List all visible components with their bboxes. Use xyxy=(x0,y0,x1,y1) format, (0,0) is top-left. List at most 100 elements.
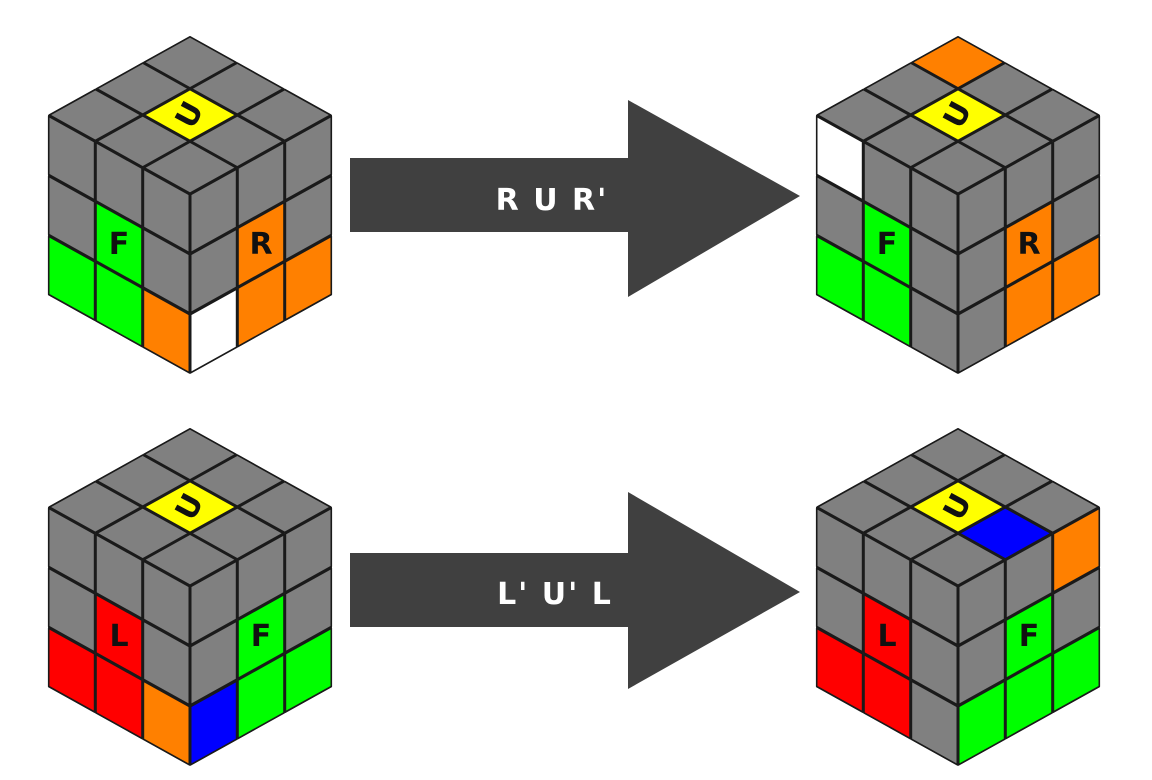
right-sticker xyxy=(189,168,238,254)
right-sticker xyxy=(237,533,285,620)
left-sticker xyxy=(910,168,959,254)
left-face-label: L xyxy=(877,619,896,654)
top-sticker xyxy=(143,88,237,142)
top-sticker xyxy=(911,88,1005,142)
left-sticker xyxy=(47,235,96,321)
left-sticker xyxy=(815,627,864,713)
right-sticker xyxy=(1052,627,1101,713)
right-sticker xyxy=(1052,115,1101,201)
right-sticker xyxy=(284,507,333,593)
right-sticker xyxy=(1052,175,1101,261)
top-sticker xyxy=(96,115,190,168)
right-sticker xyxy=(1052,507,1101,593)
top-sticker xyxy=(1005,480,1100,534)
right-sticker xyxy=(957,680,1006,766)
left-sticker xyxy=(863,653,911,740)
left-face-label: F xyxy=(109,227,130,262)
left-sticker xyxy=(863,533,911,620)
top-sticker xyxy=(863,115,958,168)
top-sticker xyxy=(1005,88,1100,142)
left-face-label: L xyxy=(109,619,128,654)
move-arrow-l-prime-u-prime-l: L' U' L xyxy=(350,492,800,689)
left-sticker xyxy=(815,175,864,261)
top-sticker xyxy=(911,35,1005,89)
left-sticker xyxy=(863,261,911,348)
top-sticker xyxy=(958,62,1052,115)
top-sticker xyxy=(143,533,237,587)
left-sticker xyxy=(95,141,143,228)
top-sticker xyxy=(863,506,958,560)
right-sticker xyxy=(1005,593,1053,680)
right-sticker xyxy=(284,235,333,321)
top-sticker xyxy=(238,480,332,534)
left-sticker xyxy=(910,680,959,766)
left-sticker xyxy=(815,567,864,653)
right-sticker xyxy=(957,620,1006,706)
right-sticker xyxy=(1005,653,1053,740)
right-sticker xyxy=(284,567,333,653)
left-sticker xyxy=(142,680,191,766)
right-sticker xyxy=(957,168,1006,254)
right-sticker xyxy=(1005,261,1053,348)
left-sticker xyxy=(142,228,191,314)
top-sticker xyxy=(958,506,1052,560)
left-sticker xyxy=(863,141,911,228)
right-face-label: R xyxy=(249,227,272,262)
top-sticker xyxy=(190,506,285,560)
top-sticker xyxy=(143,35,237,89)
right-face-label: F xyxy=(1019,619,1040,654)
move-label: R U R' xyxy=(496,183,609,218)
top-sticker xyxy=(48,88,142,142)
left-sticker xyxy=(863,201,911,288)
left-sticker xyxy=(47,507,96,593)
right-sticker xyxy=(237,201,285,288)
top-sticker xyxy=(958,454,1052,508)
top-sticker xyxy=(190,115,285,168)
right-sticker xyxy=(189,288,238,374)
right-sticker xyxy=(189,620,238,706)
top-sticker xyxy=(96,62,190,115)
top-sticker xyxy=(96,454,190,508)
left-sticker xyxy=(142,620,191,706)
right-sticker xyxy=(284,175,333,261)
left-sticker xyxy=(95,261,143,348)
left-sticker xyxy=(910,560,959,646)
top-sticker xyxy=(911,427,1005,481)
left-sticker xyxy=(47,175,96,261)
left-sticker xyxy=(95,653,143,740)
right-sticker xyxy=(1052,235,1101,321)
top-sticker xyxy=(911,480,1005,534)
top-sticker xyxy=(911,141,1005,194)
top-sticker xyxy=(143,141,237,194)
left-sticker xyxy=(142,168,191,254)
top-sticker xyxy=(143,427,237,481)
left-sticker xyxy=(142,288,191,374)
right-sticker xyxy=(237,653,285,740)
right-face-label: R xyxy=(1017,227,1040,262)
top-sticker xyxy=(190,62,285,115)
top-sticker xyxy=(863,454,958,508)
left-face-label: F xyxy=(877,227,898,262)
top-sticker xyxy=(816,480,911,534)
left-sticker xyxy=(47,627,96,713)
left-sticker xyxy=(95,593,143,680)
right-sticker xyxy=(237,141,285,228)
top-sticker xyxy=(143,480,237,534)
arrow-shape xyxy=(350,100,800,297)
arrow-shape xyxy=(350,492,800,689)
top-sticker xyxy=(958,115,1052,168)
top-sticker xyxy=(190,454,285,508)
left-sticker xyxy=(815,507,864,593)
left-sticker xyxy=(910,288,959,374)
left-sticker xyxy=(910,620,959,706)
left-sticker xyxy=(47,115,96,201)
right-sticker xyxy=(237,593,285,680)
top-sticker xyxy=(911,533,1005,587)
left-sticker xyxy=(863,593,911,680)
right-sticker xyxy=(1005,201,1053,288)
